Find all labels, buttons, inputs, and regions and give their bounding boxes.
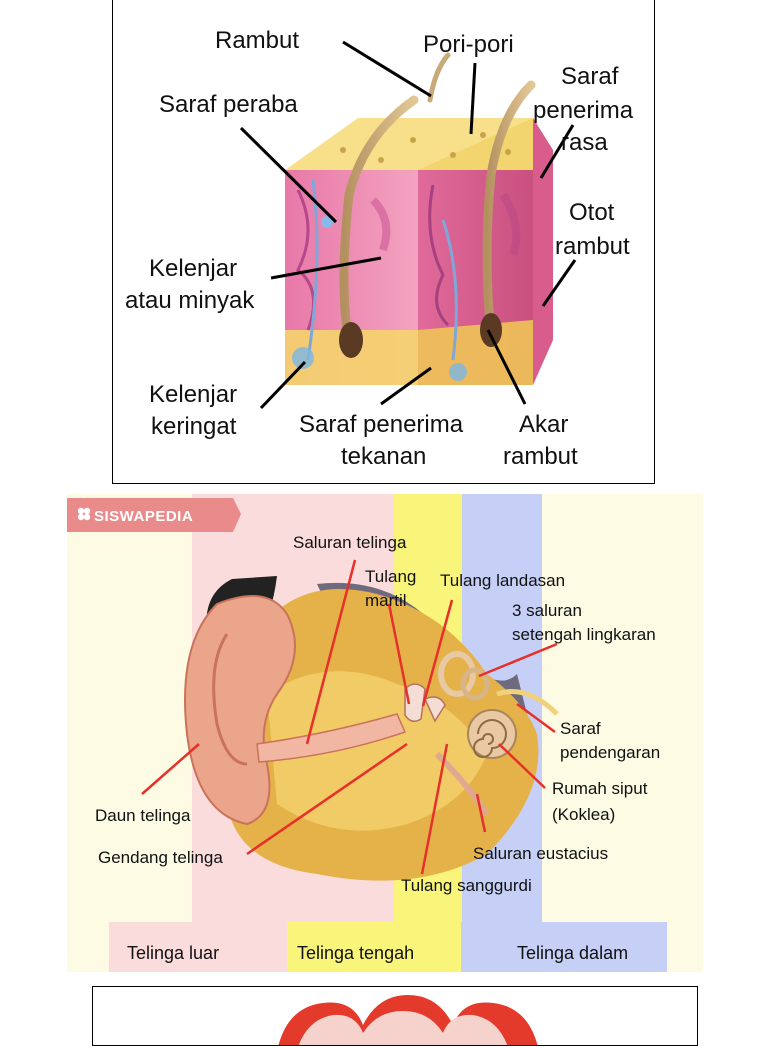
ear-illustration — [184, 576, 559, 881]
label-saraf-pendengaran-1: Saraf — [560, 719, 601, 738]
skin-diagram: Rambut Pori-pori Saraf penerima rasa Sar… — [125, 27, 634, 470]
label-tulang-landasan: Tulang landasan — [440, 571, 565, 590]
siswapedia-logo: SISWAPEDIA — [67, 498, 241, 532]
label-setengah-lingkaran-1: 3 saluran — [512, 601, 582, 620]
label-saraf-penerima-rasa-1: Saraf — [561, 63, 619, 90]
label-tulang-martil-2: martil — [365, 591, 407, 610]
flower-icon — [77, 507, 91, 521]
zone-inner-label: Telinga dalam — [517, 943, 628, 963]
zone-middle-bar — [287, 922, 461, 972]
label-daun-telinga: Daun telinga — [95, 806, 191, 825]
label-saraf-pendengaran-2: pendengaran — [560, 743, 660, 762]
label-rumah-siput-1: Rumah siput — [552, 779, 648, 798]
zone-outer-label: Telinga luar — [127, 943, 219, 963]
label-kelenjar-minyak-2: atau minyak — [125, 287, 255, 314]
brand-name: SISWAPEDIA — [94, 508, 193, 525]
zone-inner-bar — [461, 922, 667, 972]
skin-block — [285, 52, 553, 385]
skin-pointer-lines — [239, 40, 577, 410]
third-diagram-panel — [92, 986, 698, 1046]
label-akar-rambut-1: Akar — [519, 411, 568, 438]
skin-diagram-panel: Rambut Pori-pori Saraf penerima rasa Sar… — [112, 0, 655, 484]
label-tulang-martil-1: Tulang — [365, 567, 416, 586]
ear-diagram: SISWAPEDIA — [67, 494, 703, 972]
label-kelenjar-keringat-1: Kelenjar — [149, 381, 237, 408]
zone-middle-label: Telinga tengah — [297, 943, 414, 963]
third-diagram-partial — [278, 995, 538, 1045]
label-akar-rambut-2: rambut — [503, 443, 578, 470]
label-gendang-telinga: Gendang telinga — [98, 848, 223, 867]
zone-outer-bar — [109, 922, 287, 972]
label-setengah-lingkaran-2: setengah lingkaran — [512, 625, 656, 644]
label-tulang-sanggurdi: Tulang sanggurdi — [401, 876, 532, 895]
label-pori-pori: Pori-pori — [423, 31, 514, 58]
ear-pointer-lines — [141, 559, 558, 875]
label-otot-rambut-2: rambut — [555, 233, 630, 260]
label-saraf-penerima-tekanan-2: tekanan — [341, 443, 426, 470]
label-kelenjar-minyak-1: Kelenjar — [149, 255, 237, 282]
label-saluran-telinga: Saluran telinga — [293, 533, 407, 552]
label-saraf-penerima-rasa-3: rasa — [561, 129, 608, 156]
label-saraf-penerima-tekanan-1: Saraf penerima — [299, 411, 464, 438]
label-otot-rambut-1: Otot — [569, 199, 615, 226]
label-saraf-peraba: Saraf peraba — [159, 91, 298, 118]
label-kelenjar-keringat-2: keringat — [151, 413, 237, 440]
label-rumah-siput-2: (Koklea) — [552, 805, 615, 824]
label-rambut: Rambut — [215, 27, 299, 54]
label-saluran-eustacius: Saluran eustacius — [473, 844, 608, 863]
label-saraf-penerima-rasa-2: penerima — [533, 97, 634, 124]
ear-diagram-panel: SISWAPEDIA — [67, 494, 703, 972]
